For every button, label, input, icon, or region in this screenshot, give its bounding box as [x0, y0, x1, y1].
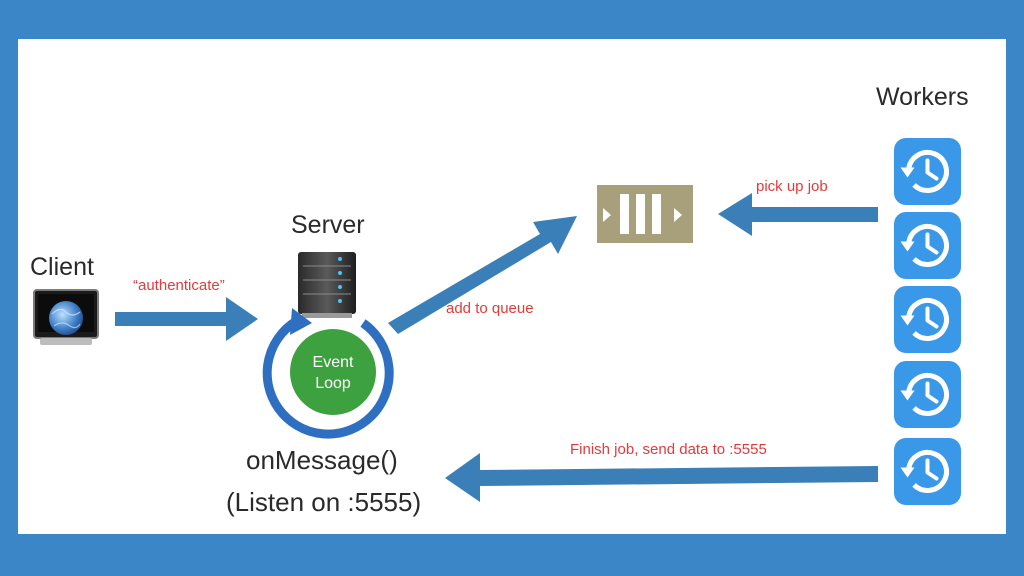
worker-tile [894, 361, 961, 428]
server-icon [298, 252, 356, 318]
finish-job-label: Finish job, send data to :5555 [570, 441, 767, 458]
pick-up-job-label: pick up job [756, 178, 828, 195]
workers-label: Workers [876, 83, 969, 111]
queue-icon [597, 185, 693, 243]
arrow-server-to-queue [388, 216, 577, 334]
client-computer-icon [33, 289, 99, 345]
worker-list [894, 138, 961, 505]
add-to-queue-label: add to queue [446, 300, 534, 317]
worker-tile [894, 286, 961, 353]
server-label: Server [291, 211, 365, 239]
history-clock-icon [900, 450, 949, 493]
worker-tile [894, 138, 961, 205]
on-message-label: onMessage() [246, 445, 398, 475]
arrow-workers-to-server [445, 453, 878, 502]
arrow-client-to-server [115, 297, 258, 341]
history-clock-icon [900, 224, 949, 267]
history-clock-icon [900, 150, 949, 193]
client-label: Client [30, 253, 94, 281]
history-clock-icon [900, 373, 949, 416]
event-loop-line-1: Event [312, 354, 354, 371]
event-loop-label: Event Loop [296, 352, 370, 394]
arrow-workers-to-queue [718, 193, 878, 236]
authenticate-label: “authenticate” [133, 277, 225, 294]
listen-on-label: (Listen on :5555) [226, 487, 422, 517]
worker-tile [894, 212, 961, 279]
history-clock-icon [900, 298, 949, 341]
worker-tile [894, 438, 961, 505]
event-loop-line-2: Loop [315, 375, 351, 392]
slide-background [18, 39, 1006, 534]
event-loop-cycle-icon [262, 308, 394, 439]
